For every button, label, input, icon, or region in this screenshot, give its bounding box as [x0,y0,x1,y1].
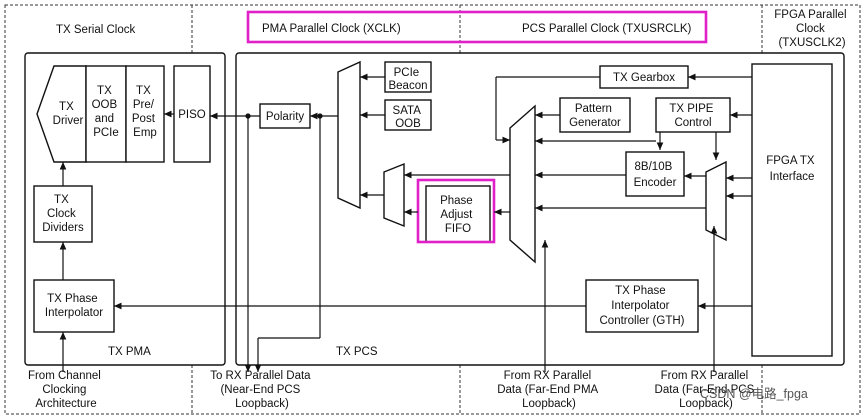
pattern-generator-label: Pattern Generator [569,103,621,129]
sata-oob-block [384,99,432,131]
tx-phase-interpolator-label: TX Phase Interpolator [45,293,103,319]
fifo-bypass-mux [383,162,405,228]
fpga-parallel-clock-title: FPGA Parallel Clock (TXUSCLK2) [774,9,849,49]
to-rx-parallel-data-label: To RX Parallel Data (Near-End PCS Loopba… [210,370,314,410]
pcie-beacon-label: PCIe Beacon [388,67,427,92]
tx-oob-pcie-block [85,65,127,163]
tx-phase-interp-controller-label: TX Phase Interpolator Controller (GTH) [600,285,685,327]
fpga-parallel-clock-line2: Clock [796,23,825,35]
tx-pcs-label: TX PCS [336,346,378,358]
tx-oob-pcie-label: TX OOB and PCIe [92,85,121,139]
tx-pre-post-emp-block [125,65,165,163]
parallel-clock-highlight [246,10,708,44]
tx-phase-interpolator-block [33,279,115,333]
from-rx-far-end-pma-label: From RX Parallel Data (Far-End PMA Loopb… [497,370,601,410]
tx-serial-clock-title: TX Serial Clock [56,24,135,36]
pma-mux [337,60,361,210]
tx-pipe-control-label: TX PIPE Control [669,103,716,129]
pcs-parallel-clock-title: PCS Parallel Clock (TXUSRCLK) [522,23,692,35]
fpga-tx-interface-label: FPGA TX Interface [766,155,818,183]
pcs-mux [509,104,536,264]
tx-driver-label: TX Driver [53,101,84,127]
phase-adjust-fifo-label: Phase Adjust FIFO [440,195,476,235]
tx-pre-post-emp-label: TX Pre/ Post Emp [132,85,158,139]
piso-block [173,65,211,163]
tx-phase-interp-controller-block [585,279,699,333]
piso-label: PISO [178,109,206,121]
from-channel-clocking-label: From Channel Clocking Architecture [28,370,104,410]
fpga-parallel-clock-line3: (TXUSCLK2) [778,37,845,49]
tx-clock-dividers-label: TX Clock Dividers [42,194,84,234]
pcie-beacon-block [384,61,432,93]
csdn-watermark: CSDN @电路_fpga [700,386,808,401]
encoder-8b10b-block [625,151,685,197]
tx-pma-label: TX PMA [108,346,151,358]
encoder-8b10b-label: 8B/10B Encoder [634,161,677,189]
polarity-label: Polarity [266,111,305,123]
pma-parallel-clock-title: PMA Parallel Clock (XCLK) [262,23,401,35]
tx-clock-dividers-block [33,185,93,243]
sata-oob-label: SATA OOB [393,105,424,130]
tx-gearbox-label: TX Gearbox [613,72,675,84]
tx-pipe-control-block [655,97,731,133]
fpga-parallel-clock-line1: FPGA Parallel [774,9,846,21]
from-rx-far-end-pcs-label: From RX Parallel Data (Far-End PCS Loopb… [655,370,758,410]
pattern-generator-block [559,97,631,133]
fpga-tx-interface-block [751,63,833,357]
encoder-bypass-mux [705,160,727,242]
